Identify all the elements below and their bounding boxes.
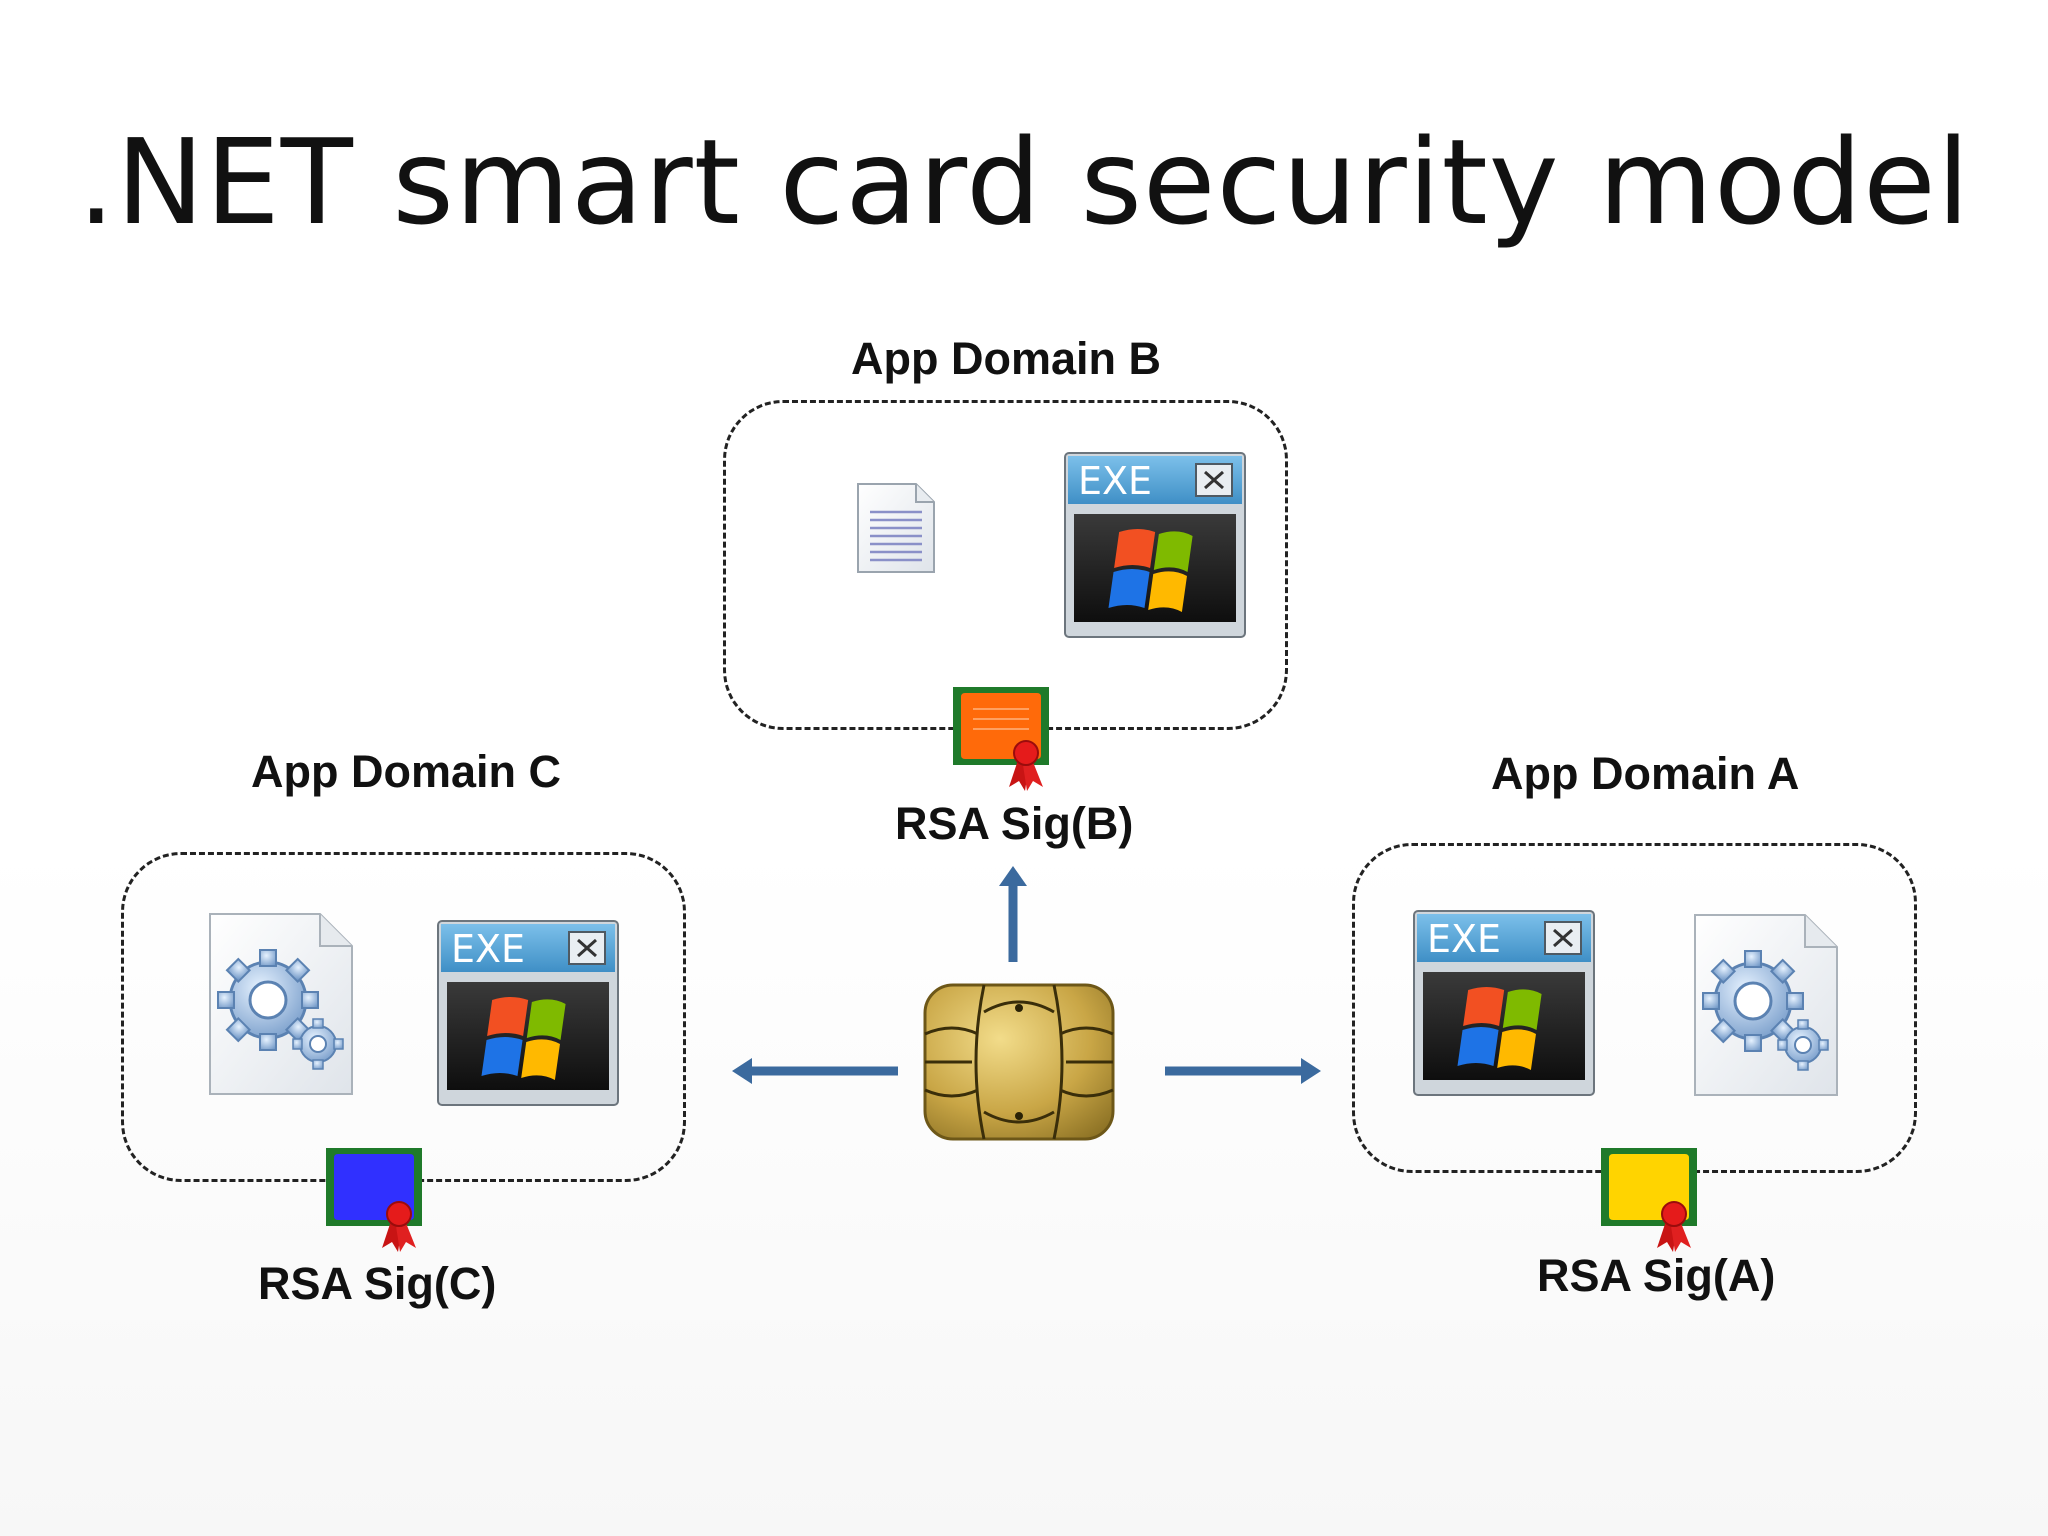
domain-a-signature: RSA Sig(A) <box>1537 1250 1776 1301</box>
slide-title: .NET smart card security model <box>77 113 1971 251</box>
exe-window-icon: EXE <box>1064 452 1246 638</box>
exe-window-icon: EXE <box>1413 910 1595 1096</box>
exe-label: EXE <box>1078 459 1152 503</box>
config-gear-file-icon <box>209 913 353 1095</box>
arrow-icon <box>999 866 1027 962</box>
exe-label: EXE <box>1427 917 1501 961</box>
certificate-icon <box>326 1148 422 1252</box>
arrow-icon <box>1165 1058 1321 1084</box>
config-gear-file-icon <box>1694 914 1838 1096</box>
smart-card-chip-icon <box>923 983 1115 1141</box>
certificate-icon <box>1601 1148 1697 1252</box>
exe-label: EXE <box>451 927 525 971</box>
document-icon <box>857 483 935 573</box>
domain-c-signature: RSA Sig(C) <box>258 1258 497 1309</box>
domain-c-label: App Domain C <box>251 746 561 797</box>
domain-b-signature: RSA Sig(B) <box>895 798 1134 849</box>
certificate-icon <box>953 687 1049 791</box>
arrow-icon <box>732 1058 898 1084</box>
exe-window-icon: EXE <box>437 920 619 1106</box>
domain-b-label: App Domain B <box>851 333 1161 384</box>
domain-a-label: App Domain A <box>1491 748 1800 799</box>
